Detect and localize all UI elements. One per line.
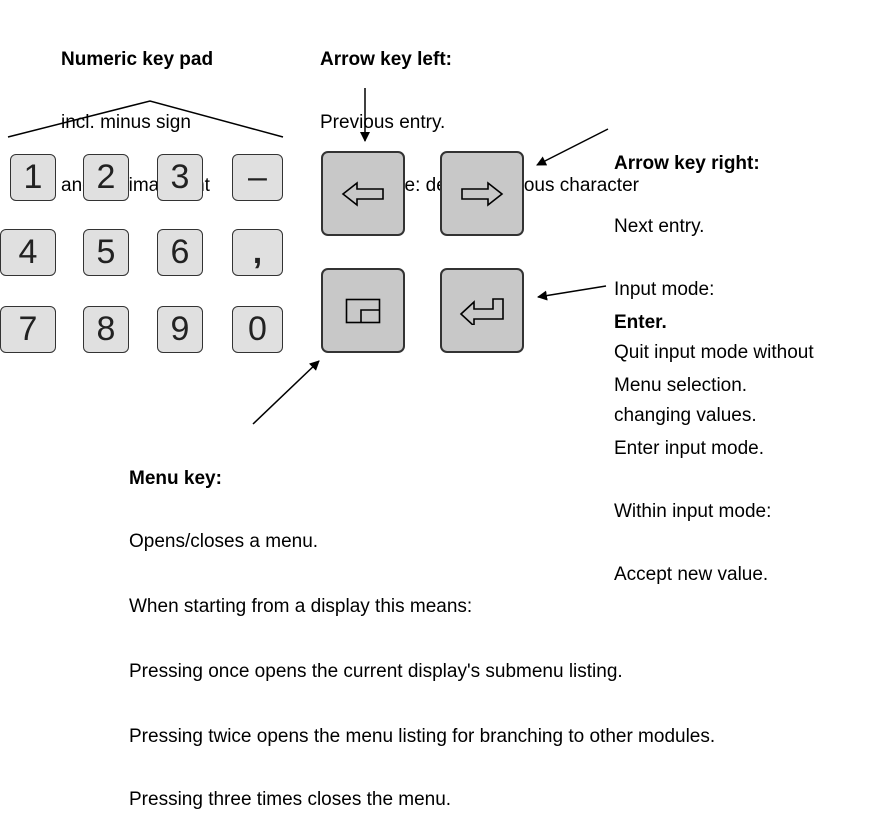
- numpad-bracket: [7, 100, 284, 138]
- arrow-left-key[interactable]: [321, 151, 405, 236]
- menu-icon: [345, 298, 381, 323]
- enter-line-3: Within input mode:: [614, 501, 772, 522]
- key-minus[interactable]: –: [232, 154, 283, 201]
- enter-line-4: Accept new value.: [614, 564, 769, 585]
- numpad-line-1: incl. minus sign: [61, 112, 191, 133]
- key-7[interactable]: 7: [0, 306, 56, 353]
- key-4[interactable]: 4: [0, 229, 56, 276]
- key-3[interactable]: 3: [157, 154, 203, 201]
- key-0[interactable]: 0: [232, 306, 283, 353]
- menu-title: Menu key:: [129, 468, 222, 489]
- menu-pointer: [252, 360, 320, 425]
- arrow-right-icon: [461, 180, 504, 207]
- arrow-right-line-3: Quit input mode without: [614, 342, 814, 363]
- menu-line-2: When starting from a display this means:: [129, 596, 473, 617]
- arrow-right-line-1: Next entry.: [614, 216, 705, 237]
- key-2[interactable]: 2: [83, 154, 129, 201]
- arrow-right-title: Arrow key right:: [614, 153, 760, 174]
- enter-icon: [459, 297, 504, 325]
- arrow-right-key[interactable]: [440, 151, 524, 236]
- enter-label: Enter. Menu selection. Enter input mode.…: [614, 270, 771, 606]
- menu-line-4: Pressing twice opens the menu listing fo…: [129, 726, 716, 747]
- menu-label: Menu key: Opens/closes a menu. When star…: [129, 426, 715, 831]
- arrow-right-label: Arrow key right: Next entry. Input mode:…: [614, 111, 814, 447]
- numpad-title: Numeric key pad: [61, 49, 214, 70]
- enter-pointer: [537, 285, 607, 301]
- connector-lines: [7, 88, 609, 425]
- enter-key[interactable]: [440, 268, 524, 353]
- key-comma[interactable]: ,: [232, 229, 283, 276]
- enter-title: Enter.: [614, 312, 667, 333]
- menu-line-1: Opens/closes a menu.: [129, 531, 319, 552]
- arrow-left-icon: [341, 180, 384, 207]
- arrow-right-line-4: changing values.: [614, 405, 757, 426]
- arrow-left-title: Arrow key left:: [320, 49, 452, 70]
- enter-line-2: Enter input mode.: [614, 438, 764, 459]
- menu-line-5: Pressing three times closes the menu.: [129, 789, 452, 810]
- numpad-label: Numeric key pad incl. minus sign and dec…: [61, 7, 213, 217]
- key-1[interactable]: 1: [10, 154, 56, 201]
- key-5[interactable]: 5: [83, 229, 129, 276]
- menu-line-3: Pressing once opens the current display'…: [129, 661, 623, 682]
- arrow-right-pointer: [536, 128, 609, 166]
- key-6[interactable]: 6: [157, 229, 203, 276]
- key-9[interactable]: 9: [157, 306, 203, 353]
- arrow-left-line-1: Previous entry.: [320, 112, 446, 133]
- enter-line-1: Menu selection.: [614, 375, 748, 396]
- key-8[interactable]: 8: [83, 306, 129, 353]
- arrow-right-line-2: Input mode:: [614, 279, 715, 300]
- menu-key[interactable]: [321, 268, 405, 353]
